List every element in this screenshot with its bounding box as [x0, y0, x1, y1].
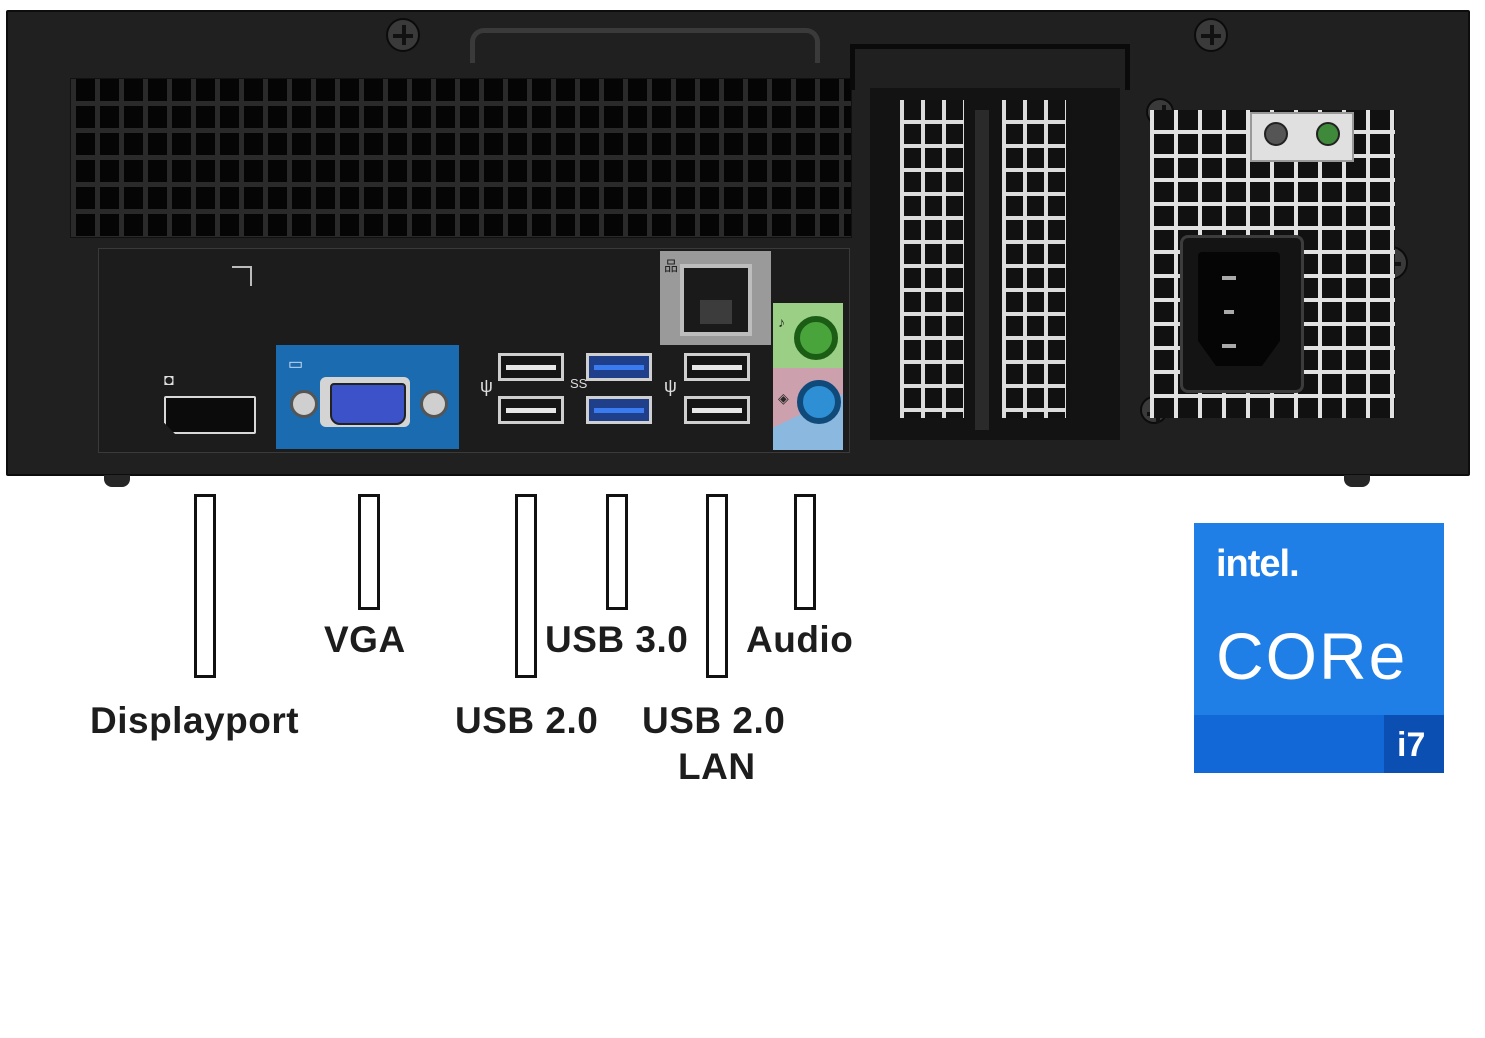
label-lan: LAN [678, 746, 756, 787]
processor-tier-text: i7 [1397, 726, 1426, 764]
expansion-slot-cover [1002, 100, 1066, 418]
network-icon: 品 [664, 258, 678, 274]
thumb-screw-icon [386, 18, 420, 52]
usb2-port [498, 353, 564, 381]
expansion-slot-cover [900, 100, 964, 418]
label-usb2-right: USB 2.0 [642, 700, 786, 741]
line-in-icon: ◈ [778, 390, 789, 406]
usb3-port [586, 396, 652, 424]
power-socket-inner [1198, 252, 1280, 366]
lan-port [680, 264, 752, 336]
ventilation-grille [70, 78, 852, 238]
power-pin [1222, 344, 1236, 348]
callout-bar-displayport [194, 494, 216, 678]
audio-out-jack [794, 316, 838, 360]
chassis-foot-right [1344, 475, 1370, 487]
line-in-jack [797, 380, 841, 424]
intel-logo-text: intel. [1216, 543, 1300, 585]
lan-port-latch [700, 300, 732, 324]
usb2-port [684, 396, 750, 424]
power-pin [1222, 276, 1236, 280]
label-vga: VGA [324, 619, 406, 660]
usb3-port [586, 353, 652, 381]
slot-bracket-clamp [850, 44, 1130, 90]
badge-light-panel [1194, 523, 1444, 715]
displayport-connector [164, 396, 256, 434]
panel-corner-mark [232, 266, 252, 286]
vga-screw-right-icon [420, 390, 448, 418]
vga-monitor-icon: ▭ [288, 356, 304, 373]
callout-bar-vga [358, 494, 380, 610]
power-pin [1224, 310, 1234, 314]
vga-connector-pins [330, 383, 406, 425]
usb-icon: ψ [480, 376, 493, 396]
usb-icon: ψ [664, 376, 677, 396]
usb2-port [684, 353, 750, 381]
label-displayport: Displayport [90, 700, 300, 741]
usb3-ss-icon: SS [570, 376, 588, 391]
label-usb3: USB 3.0 [545, 619, 689, 660]
callout-bar-usb3 [606, 494, 628, 610]
chassis-foot-left [104, 475, 130, 487]
label-audio: Audio [746, 619, 854, 660]
intel-core-i7-badge: intel. CORe i7 [1194, 523, 1444, 773]
headphone-icon: ♪ [778, 314, 785, 330]
label-usb2-left: USB 2.0 [455, 700, 599, 741]
badge-tier-bar [1384, 715, 1444, 773]
callout-bar-usb2-left [515, 494, 537, 678]
callout-bar-usb2-right [706, 494, 728, 678]
callout-bar-audio [794, 494, 816, 610]
psu-led-icon [1316, 122, 1340, 146]
core-logo-text: CORe [1216, 619, 1408, 693]
usb2-port [498, 396, 564, 424]
vga-screw-left-icon [290, 390, 318, 418]
chassis-handle [470, 28, 820, 63]
thumb-screw-icon [1194, 18, 1228, 52]
slot-divider [975, 110, 989, 430]
psu-test-button-icon [1264, 122, 1288, 146]
displayport-icon: ◘ [164, 372, 174, 389]
